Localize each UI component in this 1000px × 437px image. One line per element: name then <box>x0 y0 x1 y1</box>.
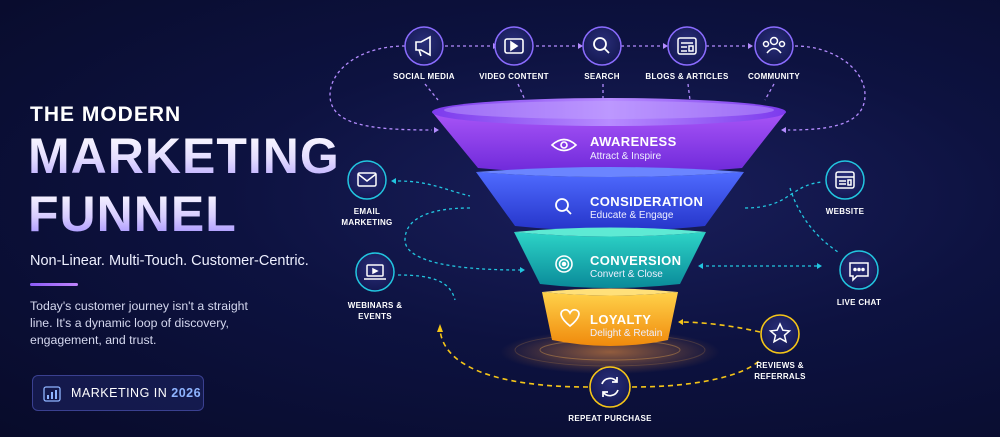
badge-label: MARKETING IN <box>71 386 168 400</box>
funnel-stage-loyalty <box>542 288 678 346</box>
chat-icon <box>849 262 869 282</box>
node-webinars <box>355 252 395 292</box>
label-webinars: WEBINARS & EVENTS <box>347 301 403 321</box>
eye-icon <box>550 138 578 152</box>
mail-icon <box>357 172 377 187</box>
marketing-year-badge: MARKETING IN 2026 <box>32 375 204 411</box>
node-website <box>825 160 865 200</box>
article-icon <box>677 37 697 55</box>
stage-title-awareness: AWARENESS <box>590 134 677 149</box>
label-repeat-purchase: REPEAT PURCHASE <box>568 414 652 423</box>
label-website: WEBSITE <box>825 207 865 216</box>
stage-title-conversion: CONVERSION <box>590 253 682 268</box>
label-email: EMAIL MARKETING <box>341 207 393 227</box>
channel-label-community: COMMUNITY <box>747 72 801 81</box>
node-live-chat <box>839 250 879 290</box>
video-icon <box>504 38 524 54</box>
channel-node-search <box>582 26 622 66</box>
channel-node-blogs <box>667 26 707 66</box>
stage-subtitle-loyalty: Delight & Retain <box>590 328 663 339</box>
laptop-icon <box>364 264 386 280</box>
chart-icon <box>43 386 61 402</box>
browser-icon <box>835 171 855 189</box>
title-line-2: MARKETING <box>28 128 340 184</box>
funnel-stage-awareness <box>432 98 786 174</box>
channel-label-video: VIDEO CONTENT <box>479 72 549 81</box>
heart-icon <box>560 308 580 328</box>
title-line-3: FUNNEL <box>28 186 237 242</box>
channel-label-social: SOCIAL MEDIA <box>393 72 455 81</box>
megaphone-icon <box>415 35 431 57</box>
node-repeat-purchase <box>589 366 631 408</box>
stage-subtitle-awareness: Attract & Inspire <box>590 151 662 162</box>
stage-subtitle-conversion: Convert & Close <box>590 269 663 280</box>
accent-divider <box>30 283 78 286</box>
stage-subtitle-consideration: Educate & Engage <box>590 210 674 221</box>
community-icon <box>762 36 786 54</box>
title-line-1: THE MODERN <box>30 103 182 126</box>
refresh-icon <box>601 377 619 397</box>
target-icon <box>555 255 573 273</box>
star-icon <box>768 322 792 344</box>
channel-label-search: SEARCH <box>584 72 620 81</box>
node-reviews <box>760 314 800 354</box>
badge-year: 2026 <box>171 386 202 400</box>
label-live-chat: LIVE CHAT <box>836 298 882 307</box>
funnel-stage-consideration <box>476 167 744 231</box>
stage-title-consideration: CONSIDERATION <box>590 194 704 209</box>
channel-node-community <box>754 26 794 66</box>
channel-node-video <box>494 26 534 66</box>
description: Today's customer journey isn't a straigh… <box>30 299 248 347</box>
node-email <box>347 160 387 200</box>
stage-title-loyalty: LOYALTY <box>590 312 652 327</box>
channel-label-blogs: BLOGS & ARTICLES <box>645 72 729 81</box>
funnel-stage-conversion <box>514 227 706 288</box>
channel-node-social <box>404 26 444 66</box>
label-reviews: REVIEWS & REFERRALS <box>754 361 806 381</box>
tagline: Non-Linear. Multi-Touch. Customer-Centri… <box>30 253 309 269</box>
magnifier-icon <box>555 198 572 215</box>
search-icon <box>593 37 610 54</box>
